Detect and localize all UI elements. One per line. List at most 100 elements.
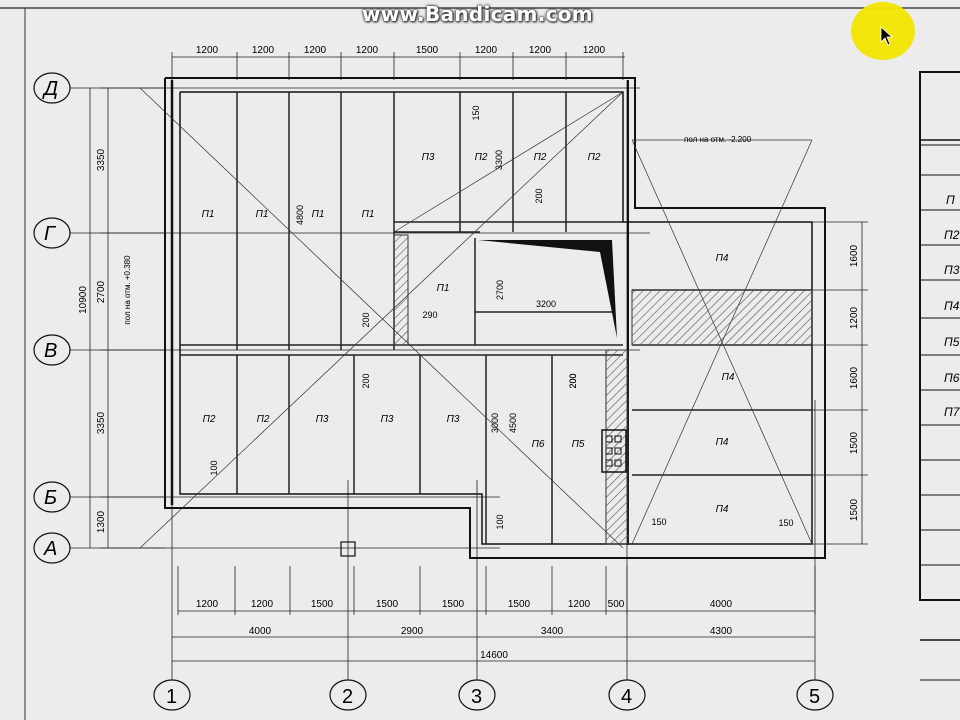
slab-label: П1 <box>202 209 215 220</box>
axis-row-label: В <box>44 340 57 362</box>
axis-col-label: 3 <box>471 686 482 708</box>
dim-label: 1200 <box>475 45 498 56</box>
dim-label: 4500 <box>508 413 518 433</box>
column-axis-bubbles: 1 2 3 4 5 <box>153 679 834 711</box>
left-dimension-labels: 3350 2700 3350 1300 10900 пол на отм. +0… <box>78 148 132 533</box>
dim-label: 1200 <box>529 45 552 56</box>
axis-row-label: Д <box>42 78 58 100</box>
left-dimension-chains <box>89 87 165 549</box>
dim-label: 1200 <box>196 45 219 56</box>
table-label: П2 <box>944 228 960 242</box>
top-dimension-chain <box>171 52 625 80</box>
dim-label: 2700 <box>96 280 107 303</box>
dim-label: 14600 <box>480 650 508 661</box>
inner-dimension-labels: 150 3300 4800 200 2700 3200 290 200 200 … <box>209 105 794 529</box>
dim-label: 2700 <box>495 280 505 300</box>
dim-label: 4300 <box>710 626 733 637</box>
slab-label: П2 <box>257 414 270 425</box>
dim-label: 1600 <box>849 244 860 267</box>
table-label: П5 <box>944 335 960 349</box>
column-marker <box>340 541 356 557</box>
dim-label: 1500 <box>508 599 531 610</box>
bottom-dimension-chains <box>172 566 816 662</box>
slab-label: П2 <box>475 152 488 163</box>
stamp-table: П П2 П3 П4 П5 П6 П7 <box>919 71 960 681</box>
dim-label: 10900 <box>78 286 89 314</box>
slab-label: П1 <box>362 209 375 220</box>
slab-labels: П1 П1 П1 П1 П3 П2 П2 П2 П1 П2 П2 П3 П3 П… <box>202 152 735 515</box>
dim-label: 1200 <box>583 45 606 56</box>
slab-label: П1 <box>312 209 325 220</box>
dim-label: 150 <box>778 518 793 528</box>
dim-label: 3000 <box>490 413 500 433</box>
row-axis-bubbles: Д Г В Б А <box>33 72 71 564</box>
table-label: П3 <box>944 263 960 277</box>
slab-label: П4 <box>722 372 735 383</box>
mouse-cursor-icon <box>880 26 894 46</box>
dim-label: 500 <box>608 599 625 610</box>
slab-label: П2 <box>203 414 216 425</box>
axis-col-label: 2 <box>342 686 353 708</box>
dim-label: 1500 <box>442 599 465 610</box>
axis-row-label: Б <box>44 487 57 509</box>
table-label: П7 <box>944 405 960 419</box>
dim-label: 200 <box>568 373 578 388</box>
slab-label: П3 <box>381 414 394 425</box>
slab-label: П6 <box>532 439 545 450</box>
level-note: пол на отм. +0.380 <box>123 255 132 325</box>
dim-label: 3300 <box>494 150 504 170</box>
dim-label: 200 <box>534 188 544 203</box>
bottom-dimension-labels: 1200 1200 1500 1500 1500 1500 1200 500 4… <box>196 599 733 661</box>
dim-label: 4000 <box>710 599 733 610</box>
dim-label: 1600 <box>849 366 860 389</box>
table-label: П6 <box>944 371 960 385</box>
dim-label: 1500 <box>416 45 439 56</box>
dim-label: 100 <box>209 460 219 475</box>
dark-slab-triangle <box>478 240 617 338</box>
dim-label: 290 <box>422 310 437 320</box>
dim-label: 3200 <box>536 299 556 309</box>
dim-label: 1500 <box>849 498 860 521</box>
table-label: П4 <box>944 299 960 313</box>
hatched-walls <box>393 234 813 545</box>
right-dimension-chain <box>812 221 868 545</box>
slab-label: П5 <box>572 439 585 450</box>
dim-label: 1200 <box>304 45 327 56</box>
stair-symbol <box>601 429 627 473</box>
dim-label: 150 <box>471 105 481 120</box>
dim-label: 4800 <box>295 205 305 225</box>
dim-label: 1200 <box>568 599 591 610</box>
table-label: П <box>946 193 955 207</box>
dim-label: 1200 <box>196 599 219 610</box>
dim-label: 3350 <box>96 411 107 434</box>
dim-label: 3350 <box>96 148 107 171</box>
slab-label: П1 <box>437 283 450 294</box>
axis-col-label: 5 <box>809 686 820 708</box>
level-note: пол на отм. -2.200 <box>684 135 752 144</box>
slab-label: П4 <box>716 437 729 448</box>
dim-label: 3400 <box>541 626 564 637</box>
slab-label: П3 <box>422 152 435 163</box>
dim-label: 1300 <box>96 510 107 533</box>
dim-label: 2900 <box>401 626 424 637</box>
dim-label: 1500 <box>376 599 399 610</box>
dim-label: 1500 <box>311 599 334 610</box>
dim-label: 150 <box>651 517 666 527</box>
dim-label: 200 <box>361 312 371 327</box>
axis-col-label: 4 <box>621 686 632 708</box>
axis-lines <box>70 80 816 680</box>
axis-row-label: А <box>43 538 57 560</box>
slab-label: П2 <box>588 152 601 163</box>
slab-label: П3 <box>447 414 460 425</box>
top-dimension-labels: 1200 1200 1200 1200 1500 1200 1200 1200 <box>196 45 606 56</box>
dim-label: 200 <box>361 373 371 388</box>
dim-label: 200 <box>568 373 578 388</box>
dim-label: 1200 <box>849 306 860 329</box>
dim-label: 1200 <box>356 45 379 56</box>
dim-label: 100 <box>495 514 505 529</box>
axis-row-label: Г <box>44 223 57 245</box>
right-dimension-labels: 1600 1200 1600 1500 1500 <box>849 244 860 521</box>
slab-label: П2 <box>534 152 547 163</box>
bandicam-watermark: www.Bandicam.com <box>362 2 593 26</box>
